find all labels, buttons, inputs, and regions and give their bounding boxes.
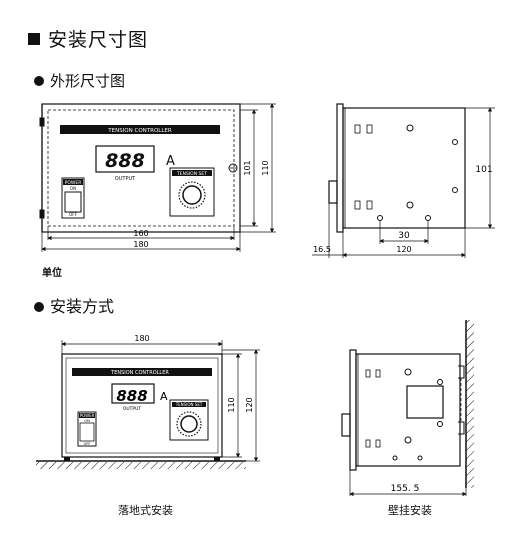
front-off-label: OFF <box>69 212 77 217</box>
dim-front-height-inner: 101 <box>243 160 252 175</box>
floor-off-label: OFF <box>84 442 91 446</box>
side-dimension-lines <box>312 107 495 258</box>
dim-mount-height-outer: 120 <box>245 397 254 412</box>
front-dimension-lines <box>41 103 276 252</box>
front-output-label: OUTPUT <box>115 176 136 182</box>
dim-side-knob: 16.5 <box>313 245 331 254</box>
dim-side-depth: 120 <box>396 245 411 254</box>
wall-mount-caption: 壁挂安装 <box>388 504 432 517</box>
dim-wall-depth: 155. 5 <box>391 484 420 494</box>
front-display-digits: 888 <box>105 150 145 172</box>
bullet-icon <box>34 76 44 86</box>
square-bullet-icon <box>28 33 40 45</box>
dim-side-height: 101 <box>475 165 492 175</box>
floor-header-text: TENSION CONTROLLER <box>110 370 169 376</box>
floor-mount-view <box>36 353 246 469</box>
floor-on-label: ON <box>84 419 90 423</box>
front-ampere-label: A <box>166 154 175 169</box>
wall-mount-view <box>341 320 474 488</box>
dim-front-width-inner: 160 <box>133 229 148 238</box>
front-knob-label: TENSION SET <box>176 171 207 177</box>
section-outline-heading: 外形尺寸图 <box>34 70 125 91</box>
front-power-label: POWER <box>65 180 82 186</box>
dim-mount-height-inner: 110 <box>227 397 236 412</box>
dim-front-width-outer: 180 <box>133 240 148 249</box>
section-outline-text: 外形尺寸图 <box>50 72 126 90</box>
dim-side-hole-spacing: 30 <box>398 231 410 241</box>
front-view-outline <box>39 103 241 233</box>
floor-mount-caption: 落地式安装 <box>118 504 173 517</box>
bullet-icon <box>34 302 44 312</box>
unit-label: 单位 <box>42 268 62 279</box>
floor-knob-label: TENSION SET <box>175 402 203 407</box>
side-view-outline <box>328 103 466 233</box>
wall-dimension-lines <box>349 470 467 497</box>
floor-ampere-label: A <box>160 390 168 403</box>
front-header-text: TENSION CONTROLLER <box>107 128 172 134</box>
floor-output-label: OUTPUT <box>123 406 142 412</box>
dim-mount-width: 180 <box>134 334 149 343</box>
floor-dimension-lines <box>61 340 260 462</box>
front-on-label: ON <box>70 186 76 191</box>
section-mount-heading: 安装方式 <box>34 293 114 317</box>
section-mount-text: 安装方式 <box>50 297 115 316</box>
page-title-text: 安装尺寸图 <box>48 29 149 51</box>
floor-power-label: POWER <box>80 413 95 418</box>
page-title: 安装尺寸图 <box>28 25 148 52</box>
dim-front-height-outer: 110 <box>261 160 270 175</box>
floor-display-digits: 888 <box>116 387 147 405</box>
